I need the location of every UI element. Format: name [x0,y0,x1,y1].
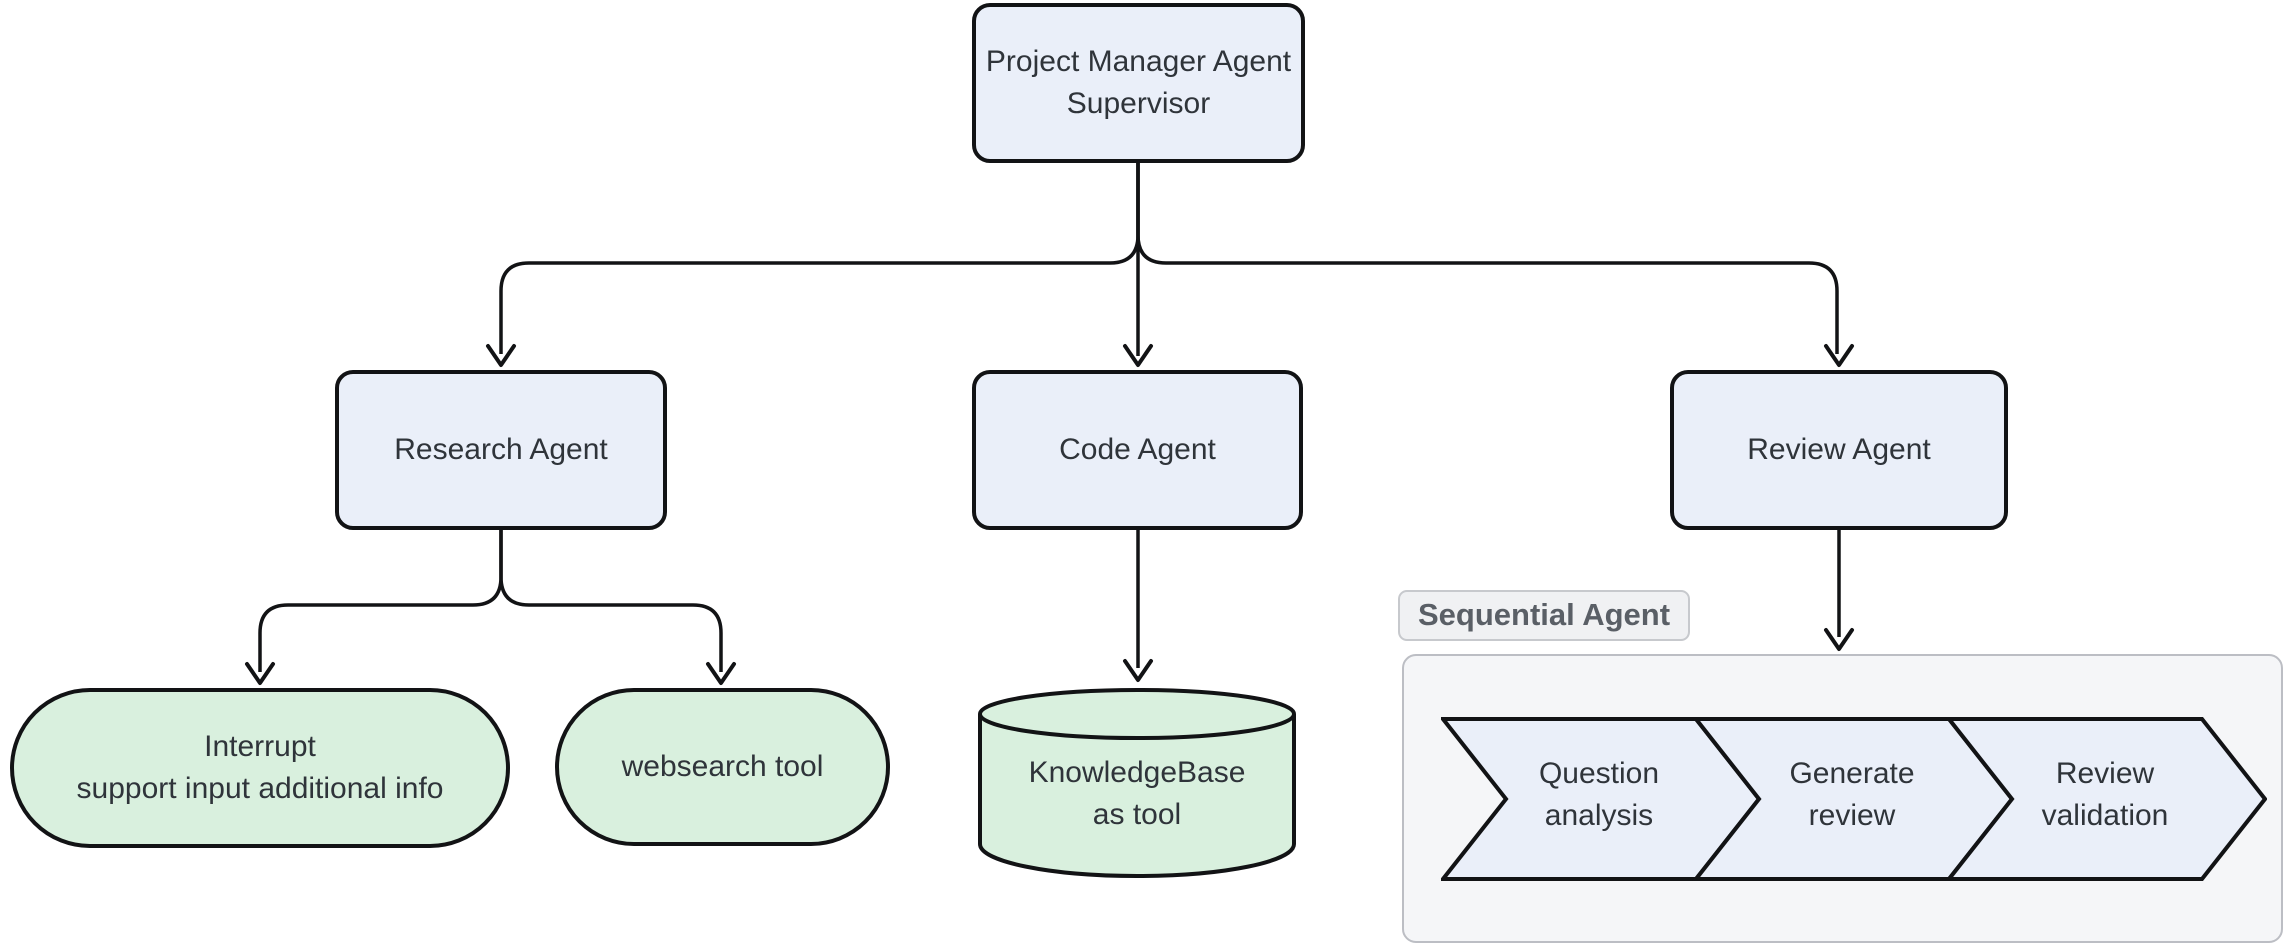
arrowhead-research [486,344,516,367]
node-interrupt-tool: Interrupt support input additional info [10,688,510,848]
edge-supervisor-review [1136,163,1839,354]
arrowhead-code [1123,344,1153,367]
cylinder-top [978,688,1296,740]
cylinder-body [978,714,1296,879]
step-question-analysis: Question analysis [1538,757,1660,832]
node-websearch-tool: websearch tool [555,688,890,846]
node-research-agent: Research Agent [335,370,667,530]
knowledgebase-label: KnowledgeBase as tool [1028,756,1246,831]
node-knowledgebase-cylinder [978,688,1296,879]
arrowhead-interrupt [245,662,275,685]
arrowhead-websearch [706,662,736,685]
sequential-agent-label: Sequential Agent [1398,590,1691,641]
arrowhead-sequential [1824,628,1854,651]
arrowhead-review [1824,344,1854,367]
node-review-agent: Review Agent [1670,370,2008,530]
edge-supervisor-research [499,163,1140,354]
step-review-validation: Review validation [2041,757,2169,832]
sequential-steps-band [1441,717,2267,881]
step-generate-review: Generate review [1789,757,1915,832]
node-project-manager-supervisor: Project Manager Agent Supervisor [972,3,1305,163]
arrowhead-knowledgebase [1123,659,1153,682]
node-code-agent: Code Agent [972,370,1303,530]
edge-research-websearch [499,530,723,672]
edge-research-interrupt [258,530,503,672]
chevron-review-validation [1944,717,2267,881]
